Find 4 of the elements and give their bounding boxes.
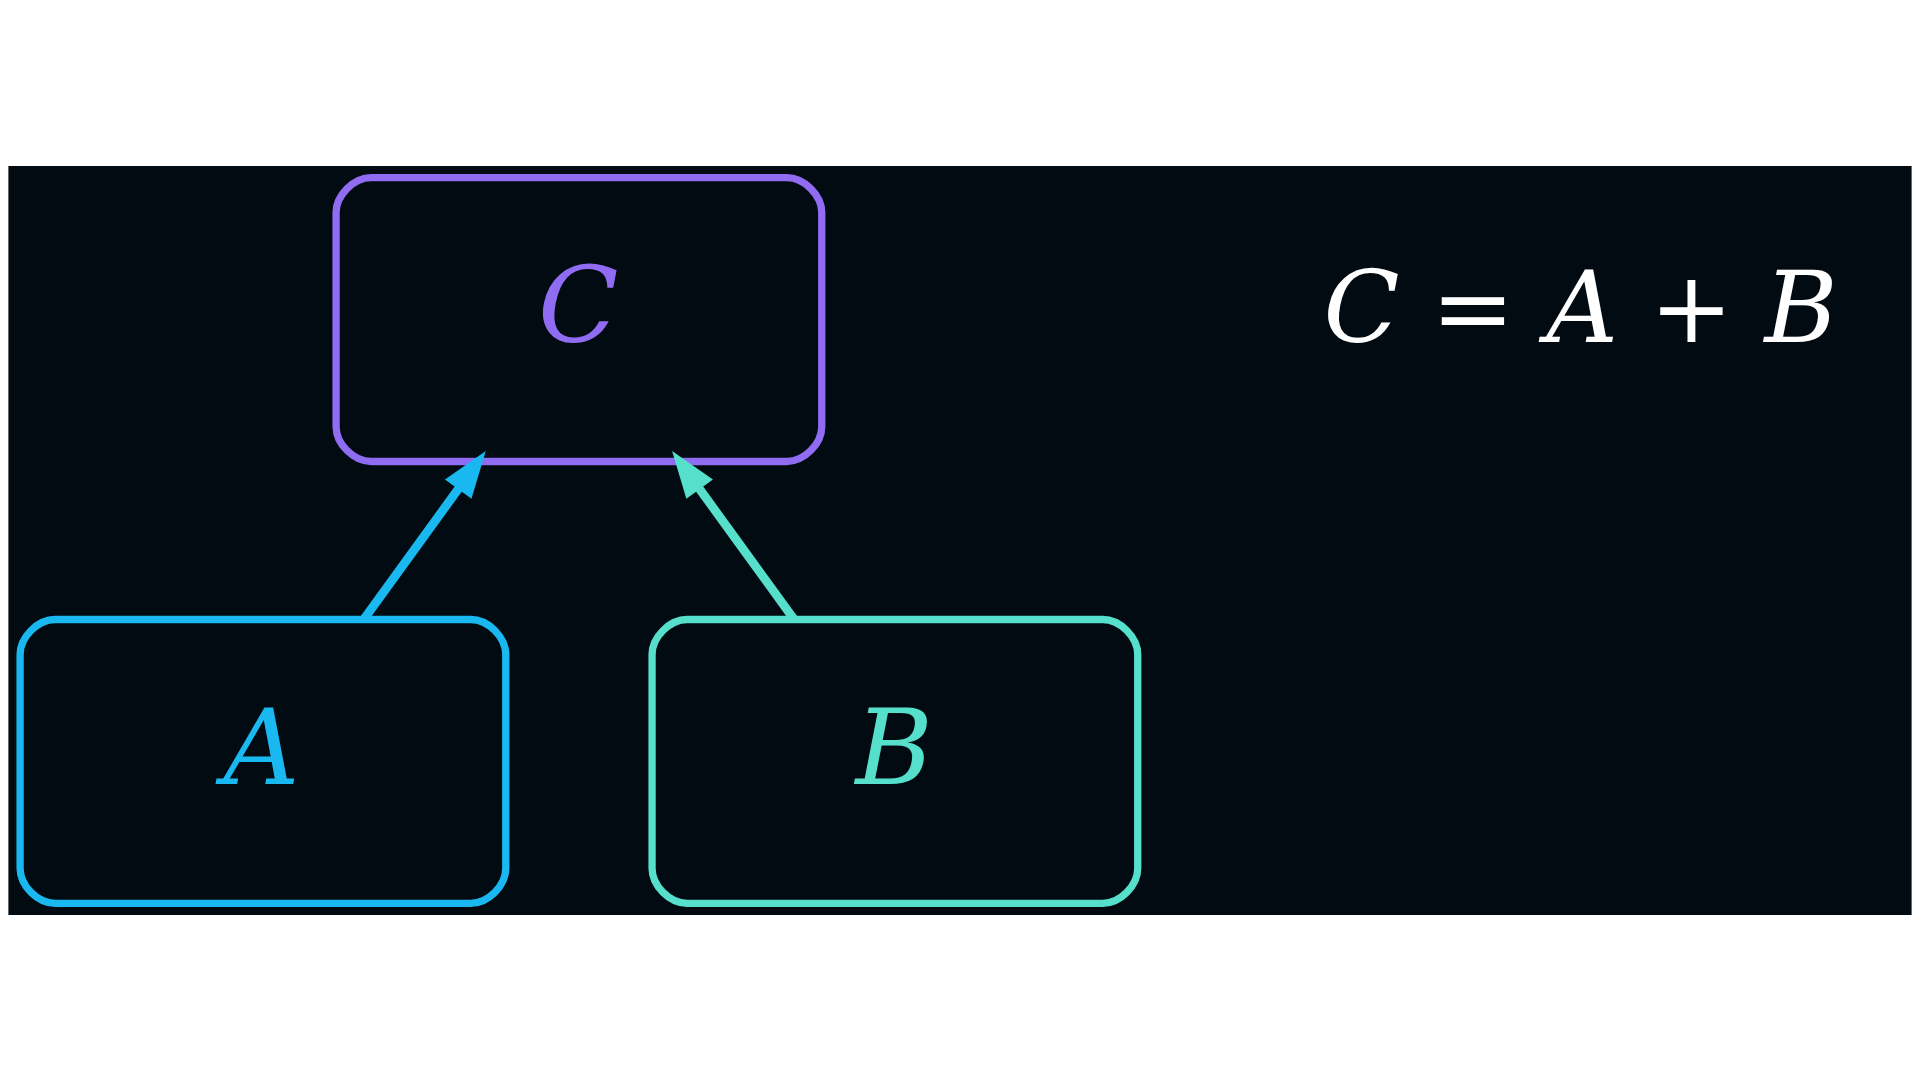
label: C = A + B xyxy=(1323,249,1838,365)
node-box: A xyxy=(16,615,510,907)
node-box: B xyxy=(648,615,1142,907)
node-box: C xyxy=(332,173,826,465)
